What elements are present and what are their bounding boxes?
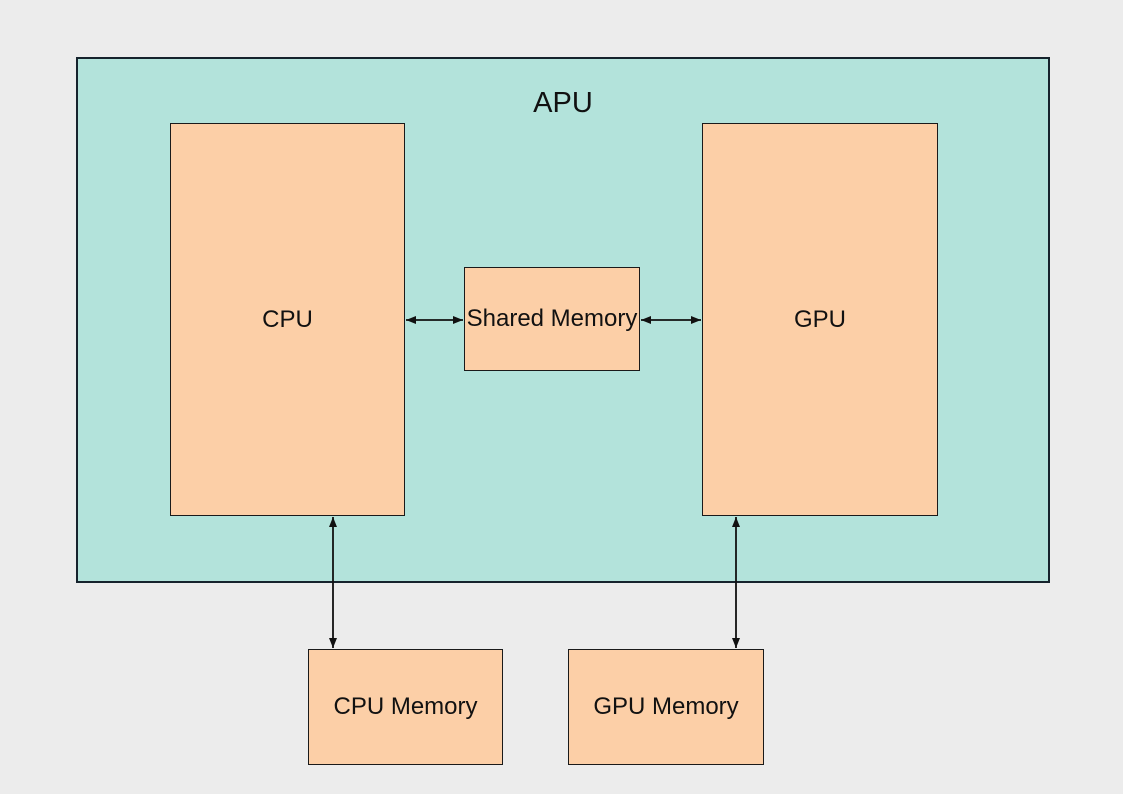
node-cpu-memory: CPU Memory <box>308 649 503 765</box>
node-label: GPU <box>793 305 846 333</box>
node-cpu: CPU <box>170 123 405 516</box>
node-label: Shared Memory <box>466 305 638 332</box>
node-label: GPU Memory <box>593 693 739 720</box>
node-label: CPU Memory <box>333 693 478 720</box>
node-gpu-memory: GPU Memory <box>568 649 764 765</box>
node-gpu: GPU <box>702 123 938 516</box>
node-label: CPU <box>262 305 313 333</box>
node-shared-memory: Shared Memory <box>464 267 640 371</box>
apu-title: APU <box>533 87 593 119</box>
